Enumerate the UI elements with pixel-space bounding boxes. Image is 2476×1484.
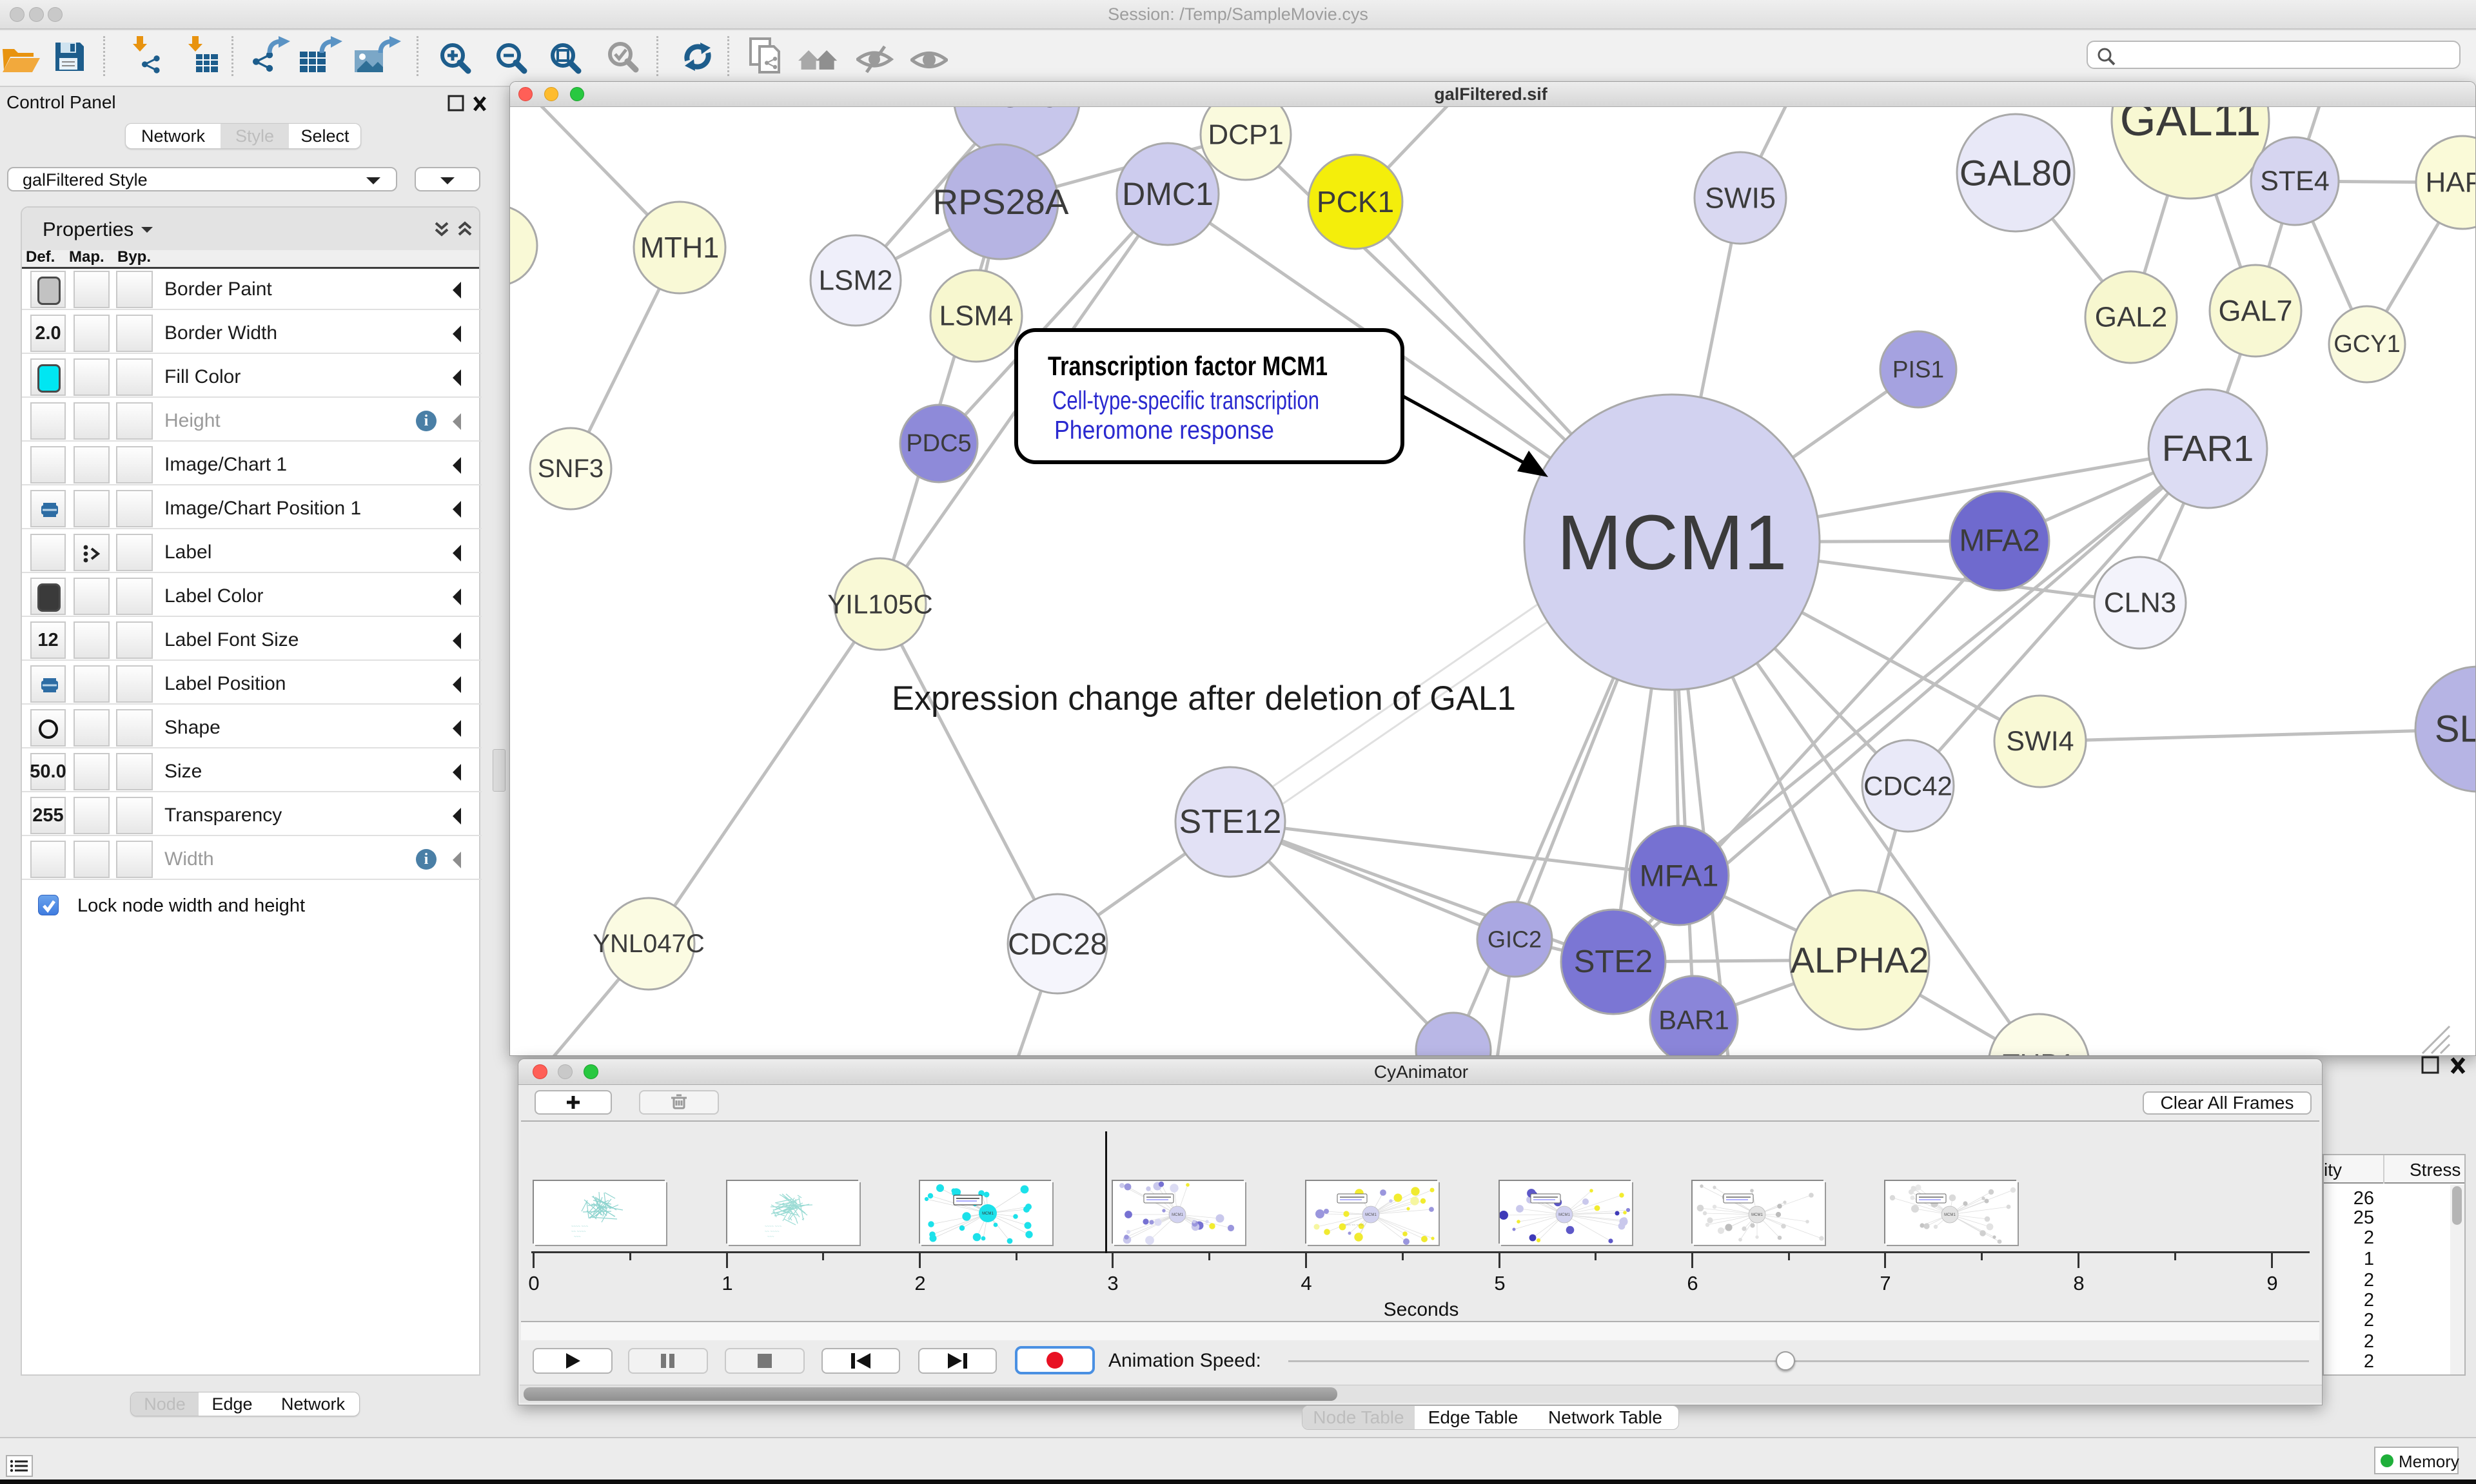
svg-text:MCM1: MCM1: [1172, 1213, 1183, 1217]
svg-text:TUB1: TUB1: [2003, 1049, 2075, 1057]
svg-text:STE2: STE2: [1574, 944, 1653, 979]
svg-text:DMC1: DMC1: [1122, 176, 1213, 212]
svg-text:LSM4: LSM4: [939, 300, 1014, 332]
svg-text:SWI5: SWI5: [1705, 182, 1776, 215]
svg-text:SNF3: SNF3: [538, 454, 604, 483]
svg-text:Cell-type-specific transcripti: Cell-type-specific transcription: [1052, 387, 1319, 415]
svg-text:GAL11: GAL11: [2120, 107, 2261, 146]
svg-text:GAL2: GAL2: [2095, 302, 2168, 333]
svg-text:~~ ~~~~: ~~ ~~~~: [765, 1230, 780, 1234]
svg-text:MCM1: MCM1: [982, 1212, 994, 1216]
svg-text:MCM1: MCM1: [1365, 1213, 1377, 1217]
svg-text:RPS28A: RPS28A: [933, 182, 1069, 222]
svg-text:GAL7: GAL7: [2218, 295, 2292, 327]
svg-text:LSM2: LSM2: [819, 265, 893, 297]
svg-text:RPS28B: RPS28B: [952, 107, 1081, 115]
svg-text:GAL80: GAL80: [1960, 153, 2072, 193]
svg-text:CLN3: CLN3: [2104, 587, 2177, 619]
svg-text:Transcription factor MCM1: Transcription factor MCM1: [1048, 351, 1328, 381]
svg-text:MTH1: MTH1: [640, 231, 720, 264]
svg-text:PDC5: PDC5: [906, 430, 971, 457]
svg-text:MCM1: MCM1: [1944, 1213, 1956, 1217]
svg-text:MCM1: MCM1: [1751, 1213, 1763, 1217]
svg-text:ALPHA2: ALPHA2: [1791, 940, 1929, 981]
svg-text:BAR1: BAR1: [1658, 1005, 1729, 1035]
svg-text:PCK1: PCK1: [1317, 185, 1394, 219]
svg-text:CDC28: CDC28: [1008, 927, 1107, 961]
svg-text:YIL105C: YIL105C: [827, 589, 932, 620]
svg-text:SLT2: SLT2: [2435, 708, 2476, 750]
svg-text:Pheromone response: Pheromone response: [1054, 416, 1274, 445]
svg-text:~~~ ~~ ~~~~: ~~~ ~~ ~~~~: [1345, 1224, 1364, 1227]
svg-text:Expression change after deleti: Expression change after deletion of GAL1: [892, 679, 1516, 718]
svg-text:MCM1: MCM1: [1558, 1213, 1570, 1217]
svg-text:HAP2: HAP2: [2426, 167, 2476, 199]
svg-text:STE4: STE4: [2260, 166, 2330, 197]
svg-text:STE12: STE12: [1179, 803, 1282, 841]
svg-text:GCY1: GCY1: [2334, 331, 2400, 358]
svg-text:CDC42: CDC42: [1863, 771, 1952, 801]
svg-text:DCP1: DCP1: [1208, 119, 1283, 151]
svg-text:~~~: ~~~: [574, 1235, 581, 1239]
svg-text:GIC2: GIC2: [1488, 926, 1542, 953]
svg-text:MCM1: MCM1: [1557, 498, 1787, 586]
svg-text:~~ ~~~~: ~~ ~~~~: [571, 1230, 586, 1234]
svg-text:YNL047C: YNL047C: [593, 930, 704, 958]
svg-text:MFA1: MFA1: [1640, 859, 1719, 893]
svg-text:~~~: ~~~: [767, 1235, 774, 1239]
svg-text:FAR1: FAR1: [2162, 428, 2254, 469]
svg-text:SWI4: SWI4: [2006, 726, 2074, 757]
svg-text:MFA2: MFA2: [1959, 524, 2039, 558]
svg-text:PIS1: PIS1: [1892, 356, 1944, 383]
svg-text:~~~~ ~~~: ~~~~ ~~~: [765, 1225, 782, 1229]
svg-text:~~~~ ~~~: ~~~~ ~~~: [571, 1225, 589, 1229]
